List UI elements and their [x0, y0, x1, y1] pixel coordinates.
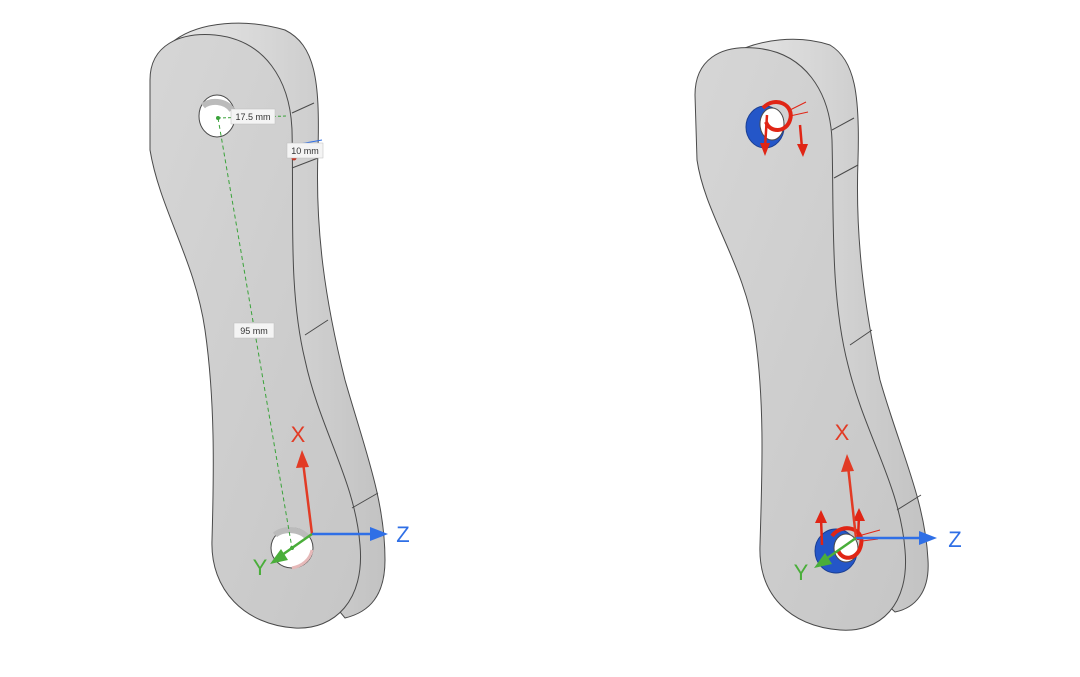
edge-line [831, 117, 855, 131]
y-axis-label: Y [253, 555, 268, 580]
load-line [789, 111, 809, 117]
z-axis-arrow [370, 527, 388, 541]
axis-triad: X Z Y [794, 420, 962, 585]
moment-load-icon [830, 526, 864, 560]
center-distance-label: 95 mm [240, 326, 268, 336]
z-axis-label: Z [396, 522, 409, 547]
y-axis-line [825, 536, 857, 561]
z-axis-label: Z [948, 527, 961, 552]
load-arrow [763, 114, 769, 149]
load-line [789, 101, 807, 111]
x-axis-line [301, 461, 314, 535]
hole-diameter-label: 17.5 mm [235, 112, 270, 122]
x-axis-arrow [841, 454, 854, 472]
x-axis-arrow [296, 450, 309, 468]
moment-load-icon [761, 100, 793, 132]
link-part-dimensioned[interactable]: 95 mm 17.5 mm 10 mm X Z Y [149, 22, 410, 629]
top-hole-constraint[interactable] [745, 100, 809, 157]
y-axis-label: Y [794, 560, 809, 585]
axis-triad: X Z Y [253, 422, 410, 580]
edge-line [291, 102, 315, 114]
load-line [861, 529, 881, 536]
thickness-dimension[interactable]: 10 mm [286, 139, 324, 161]
link-part-loaded[interactable]: X Z Y [694, 38, 962, 631]
part-front-face [694, 47, 907, 631]
load-line [861, 538, 879, 542]
hole-bore-shade [201, 98, 235, 112]
z-axis-arrow [919, 531, 937, 545]
hole-bore-shade [272, 527, 311, 541]
edge-line [351, 492, 379, 509]
x-axis-label: X [291, 422, 306, 447]
edge-line [833, 164, 859, 179]
y-axis-line [281, 532, 313, 557]
edge-line [291, 157, 319, 169]
thickness-label: 10 mm [291, 146, 319, 156]
edge-line [304, 319, 329, 336]
x-axis-label: X [835, 420, 850, 445]
y-axis-arrow [814, 553, 832, 568]
edge-line [849, 329, 873, 346]
y-axis-arrow [270, 549, 288, 564]
hole-bore-highlight [291, 549, 314, 570]
edge-line [896, 494, 922, 511]
x-axis-line [846, 465, 858, 539]
hole-diameter-dimension[interactable]: 17.5 mm [217, 108, 289, 125]
